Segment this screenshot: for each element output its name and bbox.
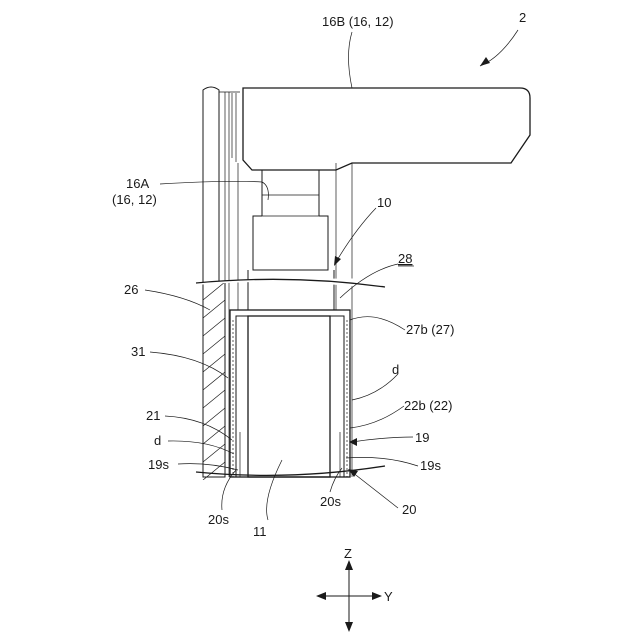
leader-11 (267, 460, 282, 520)
wall-26-hatching (203, 282, 225, 480)
leader-10 (336, 208, 376, 262)
leader-31 (150, 352, 228, 378)
leader-d-right (352, 374, 398, 400)
label-21: 21 (146, 408, 160, 423)
reference-labels: 2 16B (16, 12) 16A (16, 12) 10 28 26 27b… (112, 10, 526, 539)
label-26: 26 (124, 282, 138, 297)
axis-z-label: Z (344, 546, 352, 561)
leader-20 (352, 472, 398, 508)
leader-19s-right (346, 457, 418, 466)
body-11 (248, 316, 330, 477)
axis-indicator: Z Y (316, 546, 393, 632)
label-31: 31 (131, 344, 145, 359)
label-16a-line2: (16, 12) (112, 192, 157, 207)
wall-26-hatch-body (203, 282, 225, 477)
wall-26-upper (203, 87, 219, 285)
leader-16a (160, 181, 268, 200)
leader-2-arrowhead (480, 57, 490, 66)
axis-y-label: Y (384, 589, 393, 604)
leader-21 (165, 416, 232, 440)
leader-16b (349, 32, 353, 88)
leader-lines (145, 30, 518, 520)
leader-19 (352, 437, 413, 442)
label-10: 10 (377, 195, 391, 210)
label-20: 20 (402, 502, 416, 517)
axis-y-arrowhead-right (372, 592, 382, 600)
break-line-top (196, 279, 385, 287)
label-11: 11 (253, 524, 267, 539)
label-d-left: d (154, 433, 161, 448)
label-27b: 27b (27) (406, 322, 454, 337)
label-28: 28 (398, 251, 412, 266)
middle-structure (203, 282, 352, 480)
leader-d-left (168, 441, 234, 454)
label-16b: 16B (16, 12) (322, 14, 394, 29)
leader-27b (350, 317, 405, 330)
label-20s-left: 20s (208, 512, 229, 527)
stem-step (253, 216, 328, 270)
leader-22b (350, 406, 404, 428)
leader-28 (340, 264, 398, 298)
label-16a-line1: 16A (126, 176, 149, 191)
break-line-bottom (196, 466, 385, 475)
label-19: 19 (415, 430, 429, 445)
head-16b (243, 88, 530, 170)
axis-y-arrowhead-left (316, 592, 326, 600)
label-20s-center: 20s (320, 494, 341, 509)
label-19s-right: 19s (420, 458, 441, 473)
leader-10-arrowhead (334, 256, 341, 266)
inner-body (236, 316, 344, 477)
axis-z-arrowhead-down (345, 622, 353, 632)
label-19s-left: 19s (148, 457, 169, 472)
label-22b: 22b (22) (404, 398, 452, 413)
axis-z-arrowhead-up (345, 560, 353, 570)
leader-26 (145, 290, 210, 310)
upper-structure (203, 87, 530, 285)
label-2: 2 (519, 10, 526, 25)
label-d-right: d (392, 362, 399, 377)
